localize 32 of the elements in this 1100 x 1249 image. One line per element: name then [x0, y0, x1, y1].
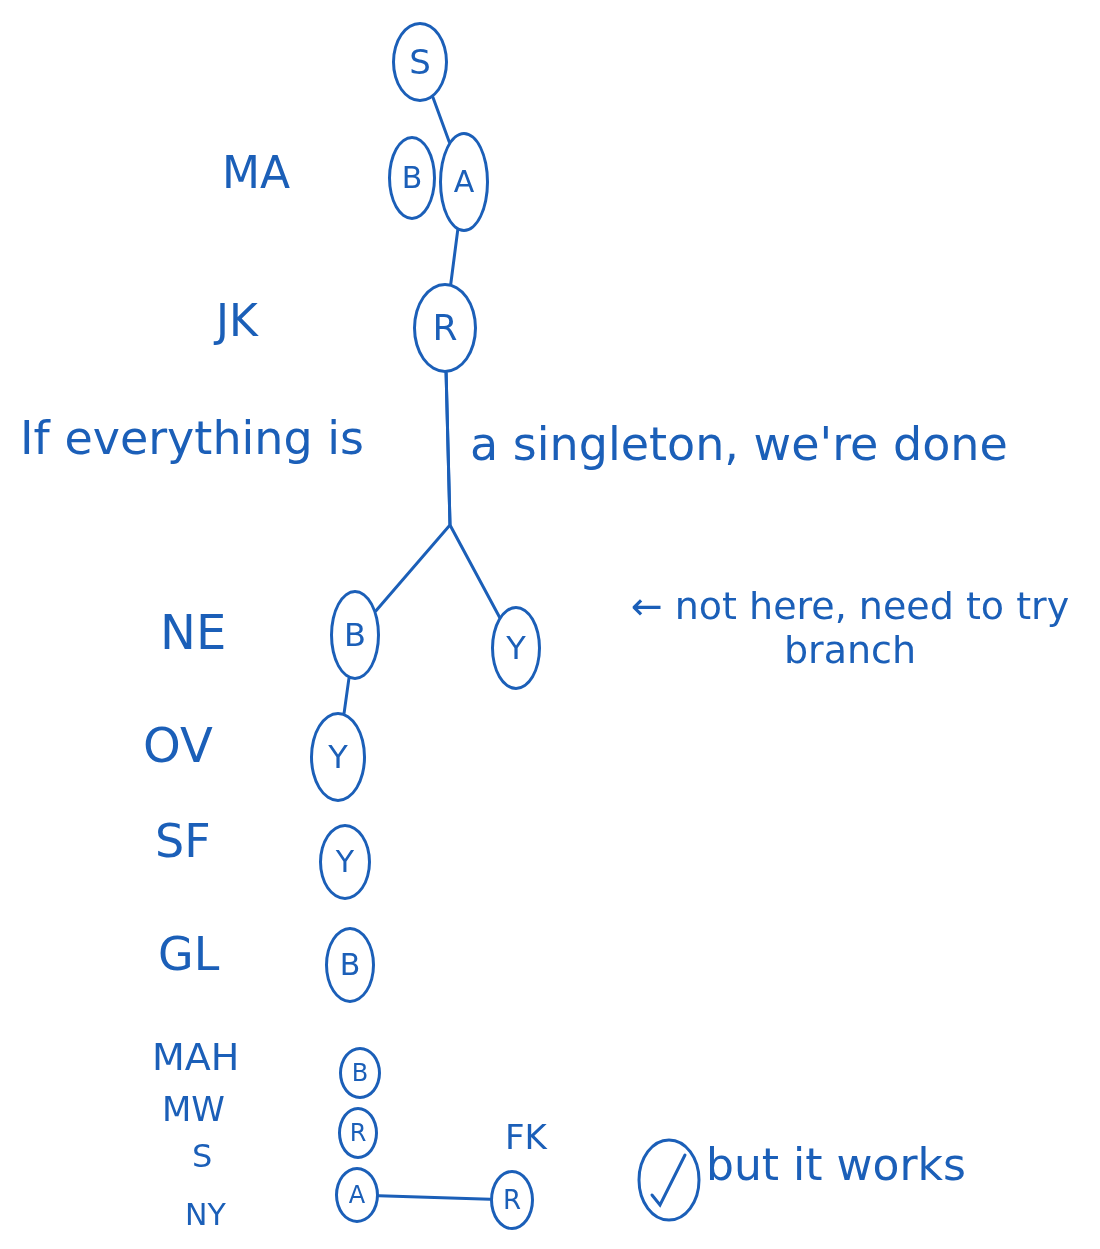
letter-circle: R: [338, 1107, 378, 1159]
letter-circle: B: [388, 136, 436, 220]
handwritten-note: NE: [160, 605, 227, 661]
handwritten-note: GL: [158, 928, 220, 981]
connector-line: [377, 1194, 492, 1201]
handwritten-note: NY: [185, 1198, 226, 1233]
letter-circle: A: [439, 132, 489, 232]
handwritten-note: a singleton, we're done: [470, 418, 1008, 471]
letter-circle: R: [490, 1170, 534, 1230]
handwritten-note: MA: [222, 148, 291, 199]
handwritten-note: but it works: [706, 1140, 966, 1191]
handwritten-note: MAH: [152, 1036, 240, 1080]
letter-circle: Y: [491, 606, 541, 690]
handwritten-note: SF: [155, 815, 211, 868]
letter-circle: B: [330, 590, 380, 680]
handwritten-note: S: [192, 1138, 213, 1175]
letter-circle: B: [325, 927, 375, 1003]
letter-circle: A: [335, 1167, 379, 1223]
connector-line: [449, 228, 460, 286]
handwritten-note: MW: [162, 1090, 225, 1130]
letter-circle: S: [392, 22, 448, 102]
letter-circle: R: [413, 283, 477, 373]
letter-circle: Y: [310, 712, 366, 802]
handwritten-note: ← not here, need to try branch: [629, 585, 1071, 673]
letter-circle: B: [339, 1047, 381, 1099]
connector-line: [444, 371, 501, 619]
handwritten-note: FK: [505, 1118, 547, 1158]
handwritten-note: If everything is: [20, 412, 365, 465]
letter-circle: Y: [319, 824, 371, 900]
connector-line: [342, 677, 351, 715]
handwritten-note: OV: [143, 718, 213, 774]
connector-line: [431, 95, 451, 144]
